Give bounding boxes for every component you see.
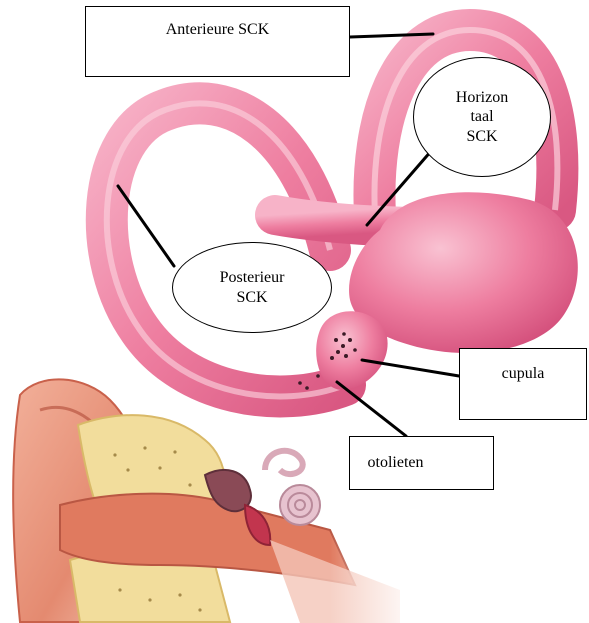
cochlea-small <box>265 451 320 525</box>
label-cupula-text: cupula <box>502 364 545 383</box>
outer-ear <box>13 379 420 623</box>
label-cupula: cupula <box>459 348 587 420</box>
fade-overlay <box>330 470 420 623</box>
label-posterieur-sck: Posterieur SCK <box>172 242 332 333</box>
label-anterieure-sck-text: Anterieure SCK <box>166 20 270 39</box>
ampulla <box>316 311 387 390</box>
label-otolieten-text: otolieten <box>368 453 424 472</box>
leader-otolieten <box>337 382 406 436</box>
label-horizontaal-sck-text: Horizon taal SCK <box>456 88 508 146</box>
label-posterieur-sck-text: Posterieur SCK <box>220 268 285 306</box>
label-horizontaal-sck: Horizon taal SCK <box>413 57 551 177</box>
label-otolieten: otolieten <box>349 436 494 490</box>
label-anterieure-sck: Anterieure SCK <box>85 6 350 77</box>
